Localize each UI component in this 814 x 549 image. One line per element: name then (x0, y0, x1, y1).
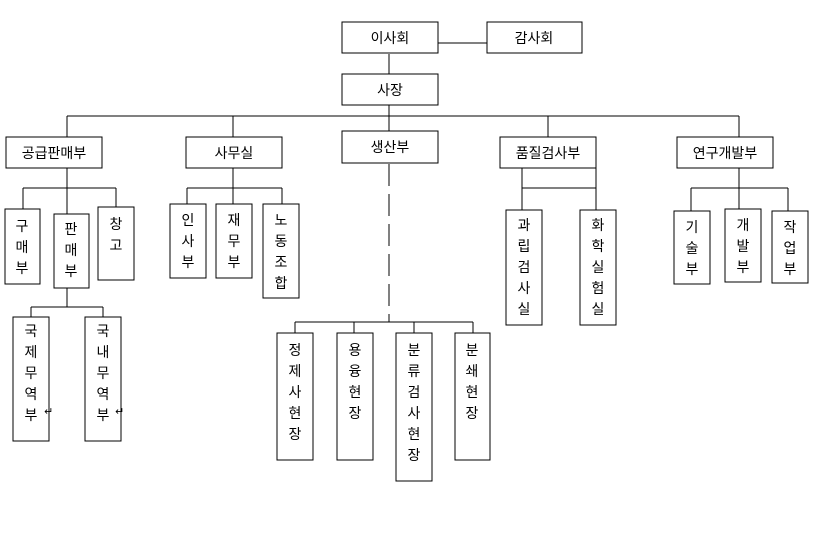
auditor-label: 감사회 (515, 31, 554, 47)
unit-finance-box (215, 203, 253, 279)
return-mark-icon: ↵ (44, 405, 53, 418)
unit-operations-box (771, 210, 809, 284)
ceo-label: 사장 (377, 83, 403, 99)
dept-supply-sales-box: 공급판매부 (5, 136, 103, 169)
dept-production-box: 생산부 (341, 130, 439, 164)
return-mark-icon: ↵ (115, 405, 124, 418)
dept-production-label: 생산부 (371, 140, 410, 156)
unit-purchasing-box (4, 208, 41, 285)
ceo-box: 사장 (341, 73, 439, 106)
unit-personnel-box (169, 203, 207, 279)
unit-technical-box (673, 210, 711, 285)
unit-union-box (262, 203, 300, 299)
dept-office-label: 사무실 (215, 146, 254, 162)
dept-quality-label: 품질검사부 (516, 146, 581, 162)
unit-sales-box (53, 213, 90, 289)
unit-melting-site-box (336, 332, 374, 461)
unit-domestic-trade-box (12, 316, 50, 442)
auditor-box: 감사회 (486, 21, 583, 54)
dept-rnd-label: 연구개발부 (693, 146, 758, 162)
dept-office-box: 사무실 (185, 136, 283, 169)
dept-rnd-box: 연구개발부 (676, 136, 774, 169)
unit-refining-site-box (276, 332, 314, 461)
unit-chemical-lab-box (579, 209, 617, 326)
unit-warehouse-box (97, 206, 135, 281)
unit-internal-trade-box (84, 316, 122, 442)
connector-lines (22, 42, 789, 333)
board-label: 이사회 (371, 31, 410, 47)
unit-crushing-site-box (454, 332, 491, 461)
unit-development-box (724, 208, 762, 283)
dept-quality-box: 품질검사부 (499, 136, 597, 169)
dept-supply-sales-label: 공급판매부 (22, 146, 87, 162)
unit-sorting-inspection-site-box (395, 332, 433, 482)
unit-physical-inspection-box (505, 209, 543, 326)
board-box: 이사회 (341, 21, 439, 54)
